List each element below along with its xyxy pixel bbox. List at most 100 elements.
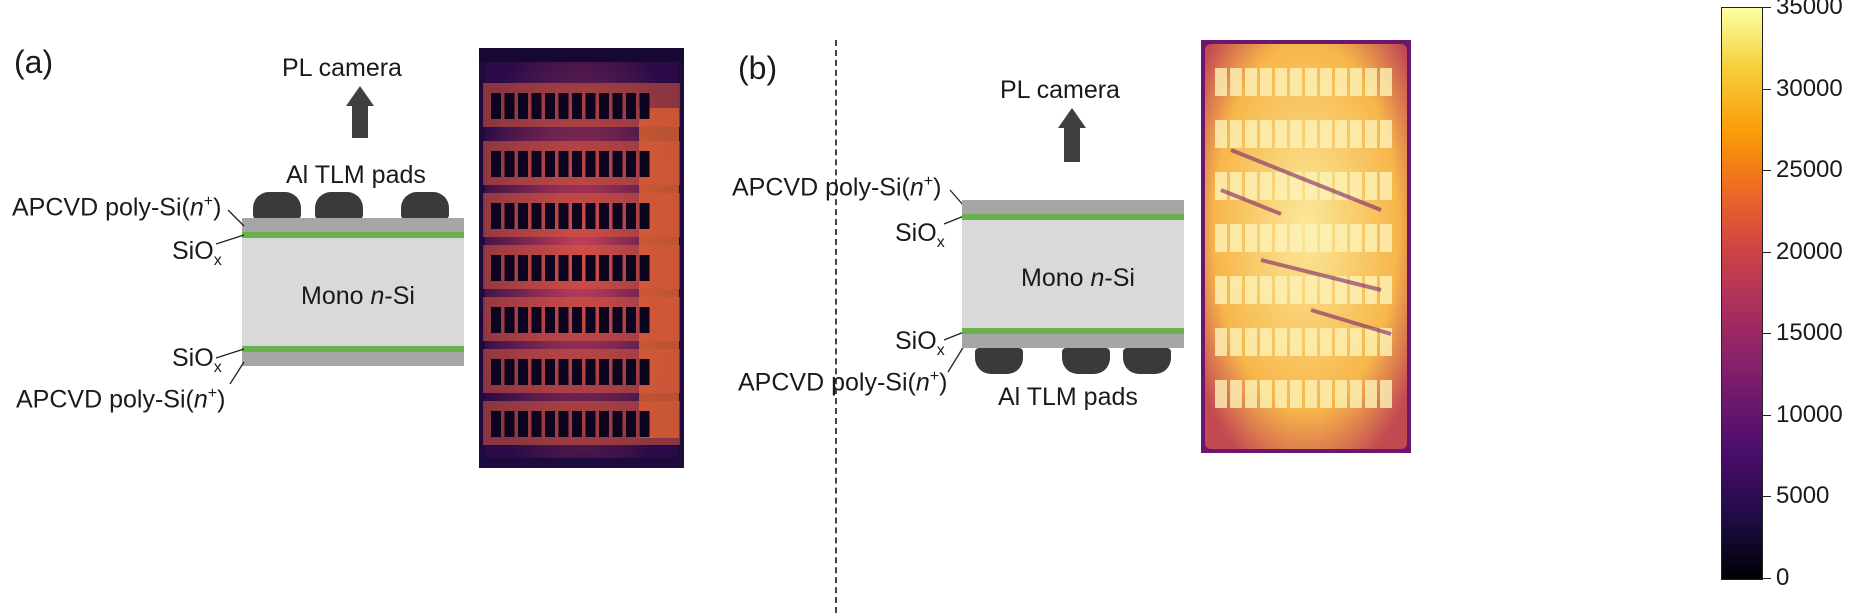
pl-dark-pad	[491, 359, 501, 385]
panel-a-top-poly-label: APCVD poly-Si(n+)	[12, 193, 222, 222]
pl-dark-pad	[639, 203, 650, 229]
pl-dark-pad	[518, 307, 528, 333]
pl-dark-pad	[612, 359, 623, 385]
pl-dark-pad	[599, 93, 609, 119]
pl-bright-pad	[1380, 380, 1392, 408]
colorbar-tick	[1763, 578, 1771, 579]
pl-bright-pad	[1305, 276, 1317, 304]
pl-dark-pad	[612, 203, 623, 229]
pl-dark-pad	[626, 93, 636, 119]
pl-bright-pad	[1350, 276, 1362, 304]
pl-dark-pad	[531, 255, 542, 281]
pl-bright-pad	[1215, 380, 1227, 408]
pl-bright-pad	[1215, 224, 1227, 252]
pl-dark-pad	[491, 255, 501, 281]
pl-dark-pad	[518, 203, 528, 229]
panel-b-camera-label: PL camera	[1000, 76, 1120, 104]
pl-dark-pad	[518, 151, 528, 177]
panel-b-top-poly-label: APCVD poly-Si(n+)	[732, 173, 942, 202]
arrow-up-icon	[346, 86, 374, 106]
pl-bright-pad	[1275, 172, 1287, 200]
pl-dark-pad	[531, 93, 542, 119]
pl-bright-pad	[1230, 224, 1242, 252]
pl-bright-pad	[1350, 380, 1362, 408]
colorbar-tick-label: 15000	[1776, 319, 1843, 347]
pl-bright-pad	[1275, 328, 1287, 356]
arrow-up-icon	[1058, 108, 1086, 128]
pl-defect-streak	[1260, 258, 1382, 292]
pl-bright-pad	[1305, 380, 1317, 408]
colorbar-tick-label: 20000	[1776, 237, 1843, 265]
pl-dark-pad	[531, 151, 542, 177]
pl-dark-pad	[585, 411, 596, 437]
pl-dark-pad	[585, 93, 596, 119]
pl-bright-pad	[1215, 68, 1227, 96]
pl-dark-pad	[585, 255, 596, 281]
pl-bright-pad	[1320, 380, 1332, 408]
panel-b-al-pad	[1062, 348, 1110, 374]
pl-dark-pad	[612, 151, 623, 177]
colorbar-tick-label: 10000	[1776, 400, 1843, 428]
pl-bright-pad	[1305, 224, 1317, 252]
pl-dark-pad	[518, 359, 528, 385]
pl-bright-pad	[1320, 276, 1332, 304]
pl-bright-pad	[1245, 224, 1257, 252]
colorbar	[1721, 7, 1763, 580]
pl-dark-pad	[504, 151, 515, 177]
pl-bright-pad	[1335, 224, 1347, 252]
pl-dark-pad	[599, 359, 609, 385]
pl-dark-pad	[491, 307, 501, 333]
pl-bright-pad	[1260, 328, 1272, 356]
pl-bright-pad	[1335, 120, 1347, 148]
pl-dark-pad	[639, 255, 650, 281]
pl-bright-pad	[1230, 380, 1242, 408]
pl-defect-streak	[1310, 308, 1392, 336]
pl-dark-pad	[612, 411, 623, 437]
panel-a-al-pad	[315, 192, 363, 219]
pl-bright-pad	[1350, 68, 1362, 96]
pl-bright-pad	[1290, 328, 1302, 356]
pl-dark-pad	[504, 307, 515, 333]
pl-defect-streak	[1220, 188, 1282, 216]
pl-bright-pad	[1230, 120, 1242, 148]
pl-dark-pad	[518, 255, 528, 281]
pl-dark-pad	[491, 93, 501, 119]
pl-bright-pad	[1380, 172, 1392, 200]
panel-b-al-pad	[975, 348, 1023, 374]
pl-bright-pad	[1380, 276, 1392, 304]
pl-bright-pad	[1380, 68, 1392, 96]
pl-bright-pad	[1260, 120, 1272, 148]
pl-bright-pad	[1230, 328, 1242, 356]
pl-dark-pad	[612, 255, 623, 281]
colorbar-tick	[1763, 170, 1771, 172]
colorbar-tick	[1763, 88, 1771, 90]
pl-bright-pad	[1260, 380, 1272, 408]
panel-b-wafer	[962, 220, 1184, 328]
pl-dark-pad	[572, 359, 582, 385]
pl-bright-pad	[1230, 68, 1242, 96]
colorbar-tick-label: 25000	[1776, 156, 1843, 184]
pl-dark-pad	[545, 151, 555, 177]
pl-dark-pad	[545, 307, 555, 333]
pl-dark-pad	[558, 151, 569, 177]
pl-dark-pad	[599, 255, 609, 281]
pl-bright-pad	[1365, 68, 1377, 96]
pl-dark-pad	[639, 359, 650, 385]
pl-dark-pad	[626, 411, 636, 437]
colorbar-tick	[1763, 7, 1771, 8]
pl-bright-pad	[1320, 224, 1332, 252]
pl-bright-pad	[1245, 172, 1257, 200]
pl-dark-pad	[585, 151, 596, 177]
pl-dark-pad	[626, 307, 636, 333]
panel-a-top-oxide-label: SiOx	[172, 237, 222, 269]
pl-bright-pad	[1215, 172, 1227, 200]
pl-bright-pad	[1350, 224, 1362, 252]
pl-dark-pad	[545, 359, 555, 385]
colorbar-tick	[1763, 251, 1771, 253]
panel-b-bottom-oxide-layer	[962, 328, 1184, 334]
pl-defect-streak	[1230, 148, 1382, 212]
pl-dark-pad	[518, 411, 528, 437]
pl-dark-pad	[572, 411, 582, 437]
pl-bright-pad	[1335, 276, 1347, 304]
pl-bright-pad	[1365, 276, 1377, 304]
